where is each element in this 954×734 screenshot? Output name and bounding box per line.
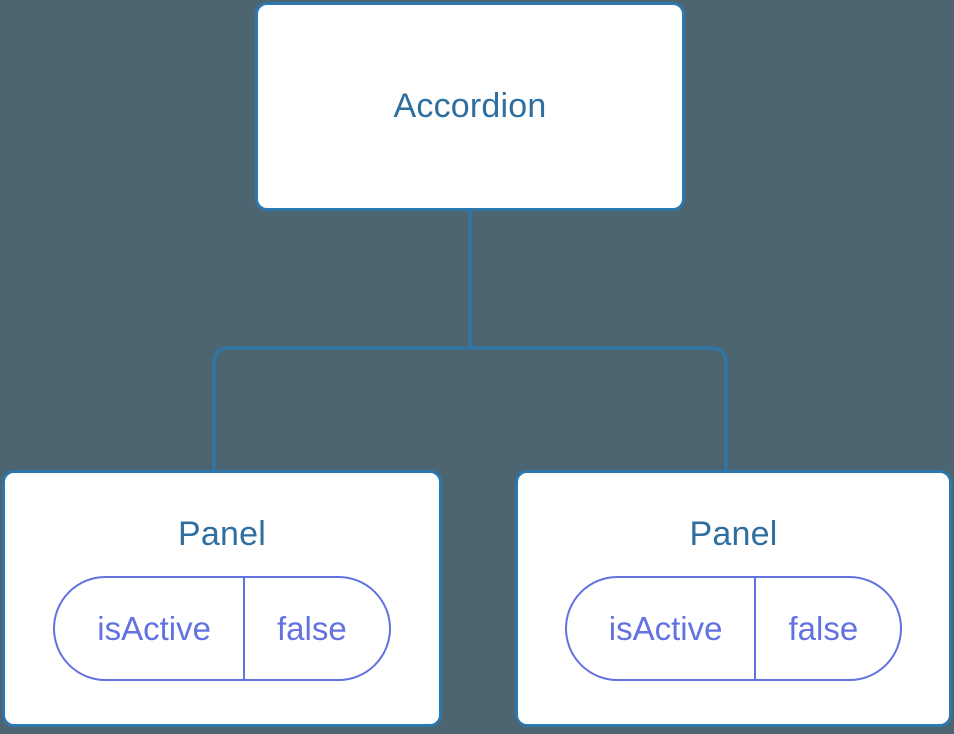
- node-panel-left-title: Panel: [178, 515, 266, 553]
- state-value-label: false: [242, 578, 389, 680]
- state-badge-panel-right: isActive false: [564, 576, 903, 682]
- state-value-label: false: [754, 578, 900, 680]
- node-panel-right-title: Panel: [689, 515, 778, 553]
- node-accordion[interactable]: Accordion: [255, 2, 685, 211]
- state-key-label: isActive: [97, 610, 211, 648]
- node-accordion-title: Accordion: [393, 86, 547, 125]
- edge-accordion-to-panel-right: [470, 346, 728, 472]
- state-key-label: isActive: [608, 610, 723, 648]
- state-badge-panel-left: isActive false: [53, 576, 391, 682]
- edge-accordion-to-panel-left: [212, 346, 470, 472]
- node-panel-right[interactable]: Panel isActive false: [515, 470, 952, 727]
- node-panel-left[interactable]: Panel isActive false: [2, 470, 442, 727]
